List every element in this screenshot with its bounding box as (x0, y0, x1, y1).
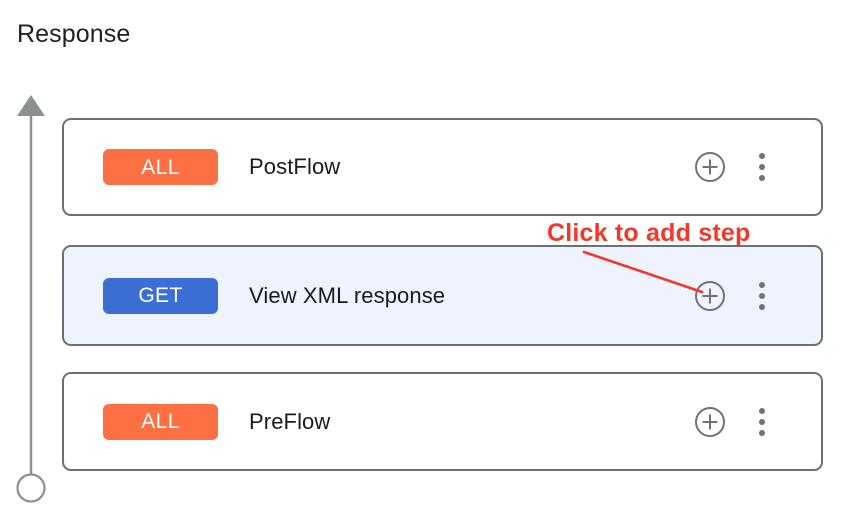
more-vertical-icon-dot (759, 418, 765, 425)
method-badge: ALL (103, 149, 218, 185)
more-options-button[interactable] (751, 406, 773, 438)
flow-step-card-inner: ALL PostFlow (64, 120, 821, 214)
more-vertical-icon-dot (759, 281, 765, 288)
more-vertical-icon-dot (759, 153, 765, 159)
more-options-button[interactable] (751, 280, 773, 312)
plus-circle-icon (695, 280, 725, 311)
annotation-label: Click to add step (547, 219, 751, 247)
flow-step-card-inner: GET View XML response (64, 247, 821, 344)
page-title: Response (17, 20, 131, 48)
flow-step-card-selected[interactable]: GET View XML response (62, 245, 823, 346)
add-step-button[interactable] (694, 406, 726, 438)
more-vertical-icon-dot (759, 164, 765, 170)
up-arrow-axis-icon (16, 95, 46, 503)
more-vertical-icon-dot (759, 175, 765, 181)
step-name-label: View XML response (249, 282, 446, 308)
flow-step-card[interactable]: ALL PreFlow (62, 372, 823, 471)
step-name-label: PostFlow (249, 154, 341, 179)
method-badge: ALL (103, 403, 218, 440)
more-options-button[interactable] (751, 151, 773, 183)
step-name-label: PreFlow (249, 408, 331, 434)
method-badge: GET (103, 277, 218, 314)
add-step-button[interactable] (694, 151, 726, 183)
more-vertical-icon-dot (759, 292, 765, 299)
plus-circle-icon (695, 152, 725, 182)
more-vertical-icon-dot (759, 407, 765, 414)
flow-step-card[interactable]: ALL PostFlow (62, 118, 823, 216)
flow-step-card-inner: ALL PreFlow (64, 374, 821, 469)
more-vertical-icon-dot (759, 429, 765, 436)
add-step-button[interactable] (694, 280, 726, 312)
flow-axis (12, 88, 54, 508)
more-vertical-icon-dot (759, 303, 765, 310)
plus-circle-icon (695, 406, 725, 437)
